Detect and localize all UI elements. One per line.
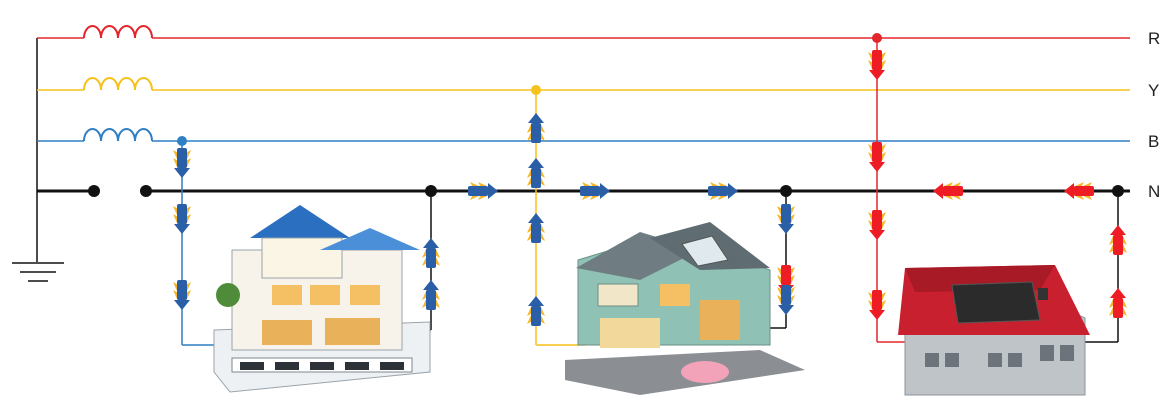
flow-arrow-icon (708, 182, 738, 200)
flow-arrow-icon (422, 280, 440, 310)
flow-arrow-icon (527, 158, 545, 188)
house-icon (565, 222, 805, 395)
solar-panel (951, 281, 1041, 324)
r-phase-line (37, 25, 1130, 39)
flow-arrow-icon (1109, 225, 1127, 255)
label-n: N (1148, 182, 1160, 201)
house-icon (213, 205, 431, 393)
junction-dot-icon (88, 185, 100, 197)
flow-arrow-icon (173, 204, 191, 234)
label-b: B (1148, 132, 1159, 151)
b-phase-line (37, 128, 1130, 142)
flow-arrow-icon (173, 148, 191, 178)
flow-arrow-icon (868, 290, 886, 320)
ground-symbol-icon (12, 262, 64, 282)
flow-arrow-icon (777, 285, 795, 315)
flow-arrow-icon (527, 113, 545, 143)
flow-arrow-icon (1109, 288, 1127, 318)
flow-arrow-icon (173, 280, 191, 310)
inductor-coil-icon (83, 128, 153, 142)
flow-arrow-icon (868, 142, 886, 172)
flow-arrow-icon (1064, 182, 1094, 200)
flow-arrow-icon (868, 210, 886, 240)
inductor-coil-icon (83, 25, 153, 39)
label-r: R (1148, 29, 1160, 48)
y-phase-line (37, 77, 1130, 91)
flow-arrow-icon (468, 182, 498, 200)
flow-arrow-icon (422, 238, 440, 268)
flow-arrow-icon (527, 213, 545, 243)
inductor-coil-icon (83, 77, 153, 91)
label-y: Y (1148, 81, 1159, 100)
n-neutral-line (37, 185, 1130, 197)
flow-arrow-icon (933, 182, 963, 200)
flow-arrow-icon (777, 204, 795, 234)
flow-arrow-icon (580, 182, 610, 200)
flow-arrow-icon (527, 296, 545, 326)
flow-arrow-icon (868, 50, 886, 80)
house-icon (898, 265, 1090, 396)
ground-connection (12, 38, 64, 282)
